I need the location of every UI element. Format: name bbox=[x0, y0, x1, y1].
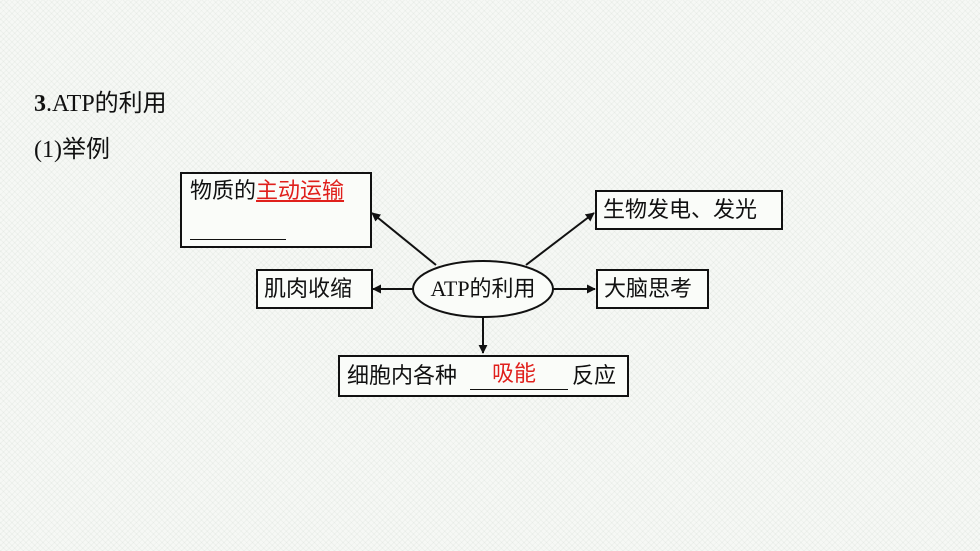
box-cell-reactions: 细胞内各种 吸能 反应 bbox=[338, 355, 629, 397]
box-active-transport: 物质的主动运输 bbox=[180, 172, 372, 248]
bioelectricity-label: 生物发电、发光 bbox=[603, 197, 758, 222]
cell-reactions-suffix: 反应 bbox=[572, 363, 617, 388]
active-transport-prefix: 物质的 bbox=[190, 178, 257, 203]
answer-blank-line bbox=[190, 239, 286, 240]
muscle-contraction-label: 肌肉收缩 bbox=[264, 276, 353, 301]
cell-reactions-prefix: 细胞内各种 bbox=[347, 363, 458, 388]
arrow-to-active-transport bbox=[371, 212, 437, 266]
cell-reactions-answer: 吸能 bbox=[492, 361, 537, 386]
section-title: .ATP的利用 bbox=[46, 91, 167, 117]
center-label: ATP的利用 bbox=[430, 276, 536, 301]
brain-thinking-label: 大脑思考 bbox=[604, 276, 693, 301]
answer-blank-line bbox=[470, 389, 568, 390]
box-brain-thinking: 大脑思考 bbox=[596, 269, 709, 309]
arrow-to-bioelectricity bbox=[525, 212, 595, 266]
box-bioelectricity: 生物发电、发光 bbox=[595, 190, 783, 230]
section-number: 3 bbox=[34, 91, 46, 117]
section-heading: 3.ATP的利用 bbox=[34, 88, 167, 120]
subsection-title: (1)举例 bbox=[34, 137, 110, 163]
active-transport-answer: 主动运输 bbox=[256, 178, 345, 203]
box-muscle-contraction: 肌肉收缩 bbox=[256, 269, 373, 309]
